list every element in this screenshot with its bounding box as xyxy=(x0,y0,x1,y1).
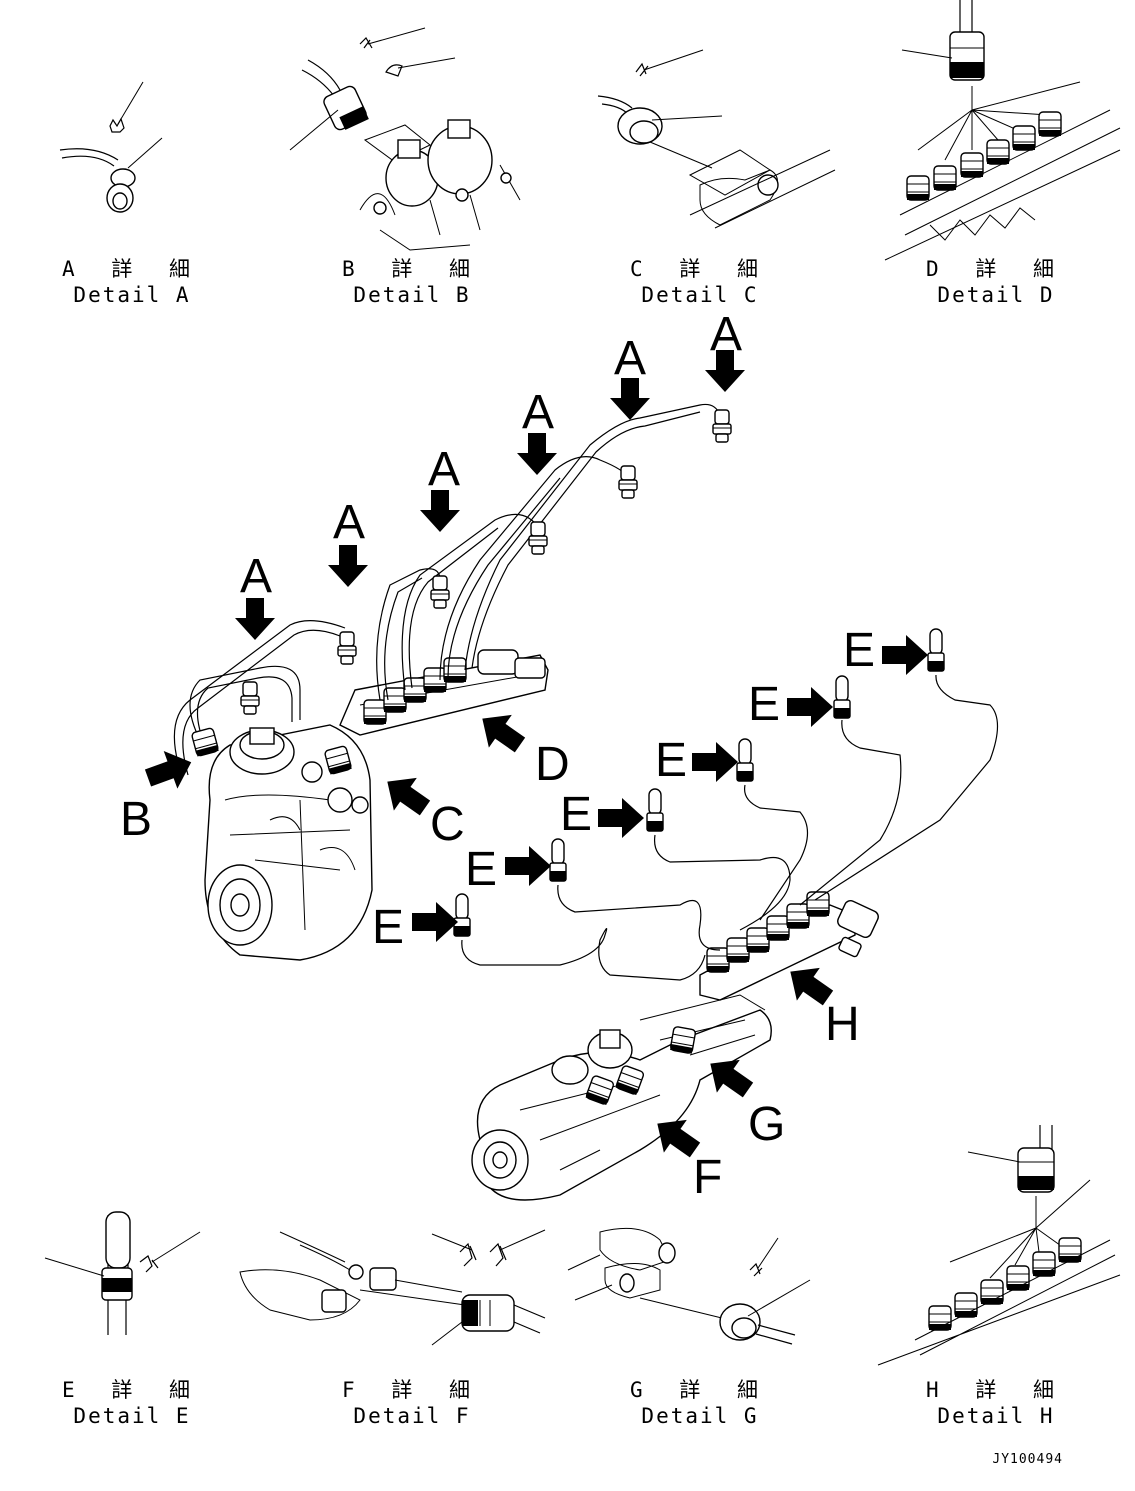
drawing-code: JY100494 xyxy=(992,1452,1063,1467)
caption-detail-f: F 詳 細 Detail F xyxy=(332,1377,492,1429)
callout-f-group: F xyxy=(645,1107,722,1204)
caption-detail-b-jp: B 詳 細 xyxy=(342,257,482,281)
callout-e-5: E xyxy=(748,678,780,731)
lower-pump-assembly xyxy=(453,628,999,1201)
callout-a-group: A A A A A A xyxy=(235,308,745,640)
callout-c: C xyxy=(430,798,465,851)
callout-a-2: A xyxy=(333,496,365,549)
callout-h: H xyxy=(825,998,860,1051)
caption-detail-e: E 詳 細 Detail E xyxy=(52,1377,212,1429)
caption-detail-g-en: Detail G xyxy=(641,1404,759,1428)
detail-a-illustration xyxy=(59,81,163,213)
callout-g: G xyxy=(748,1098,785,1151)
caption-detail-f-jp: F 詳 細 xyxy=(342,1378,482,1402)
caption-detail-a-jp: A 詳 細 xyxy=(62,257,202,281)
caption-detail-b-en: Detail B xyxy=(353,283,471,307)
upper-pump-assembly xyxy=(173,403,732,961)
detail-g-illustration xyxy=(567,1227,811,1345)
callout-a-6: A xyxy=(710,308,742,361)
detail-h-illustration xyxy=(877,1125,1121,1366)
callout-d-group: D xyxy=(470,702,570,791)
caption-detail-e-jp: E 詳 細 xyxy=(62,1378,202,1402)
detail-c-illustration xyxy=(597,49,836,229)
caption-detail-a: A 詳 細 Detail A xyxy=(52,256,212,308)
callout-a-1: A xyxy=(240,550,272,603)
callout-b-group: B xyxy=(120,743,199,846)
caption-detail-h-en: Detail H xyxy=(937,1404,1055,1428)
callout-g-group: G xyxy=(698,1047,785,1151)
callout-a-3: A xyxy=(428,443,460,496)
callout-a-5: A xyxy=(614,332,646,385)
caption-detail-d: D 詳 細 Detail D xyxy=(916,256,1076,308)
caption-detail-g: G 詳 細 Detail G xyxy=(620,1377,780,1429)
callout-e-3: E xyxy=(560,788,592,841)
callout-e-1: E xyxy=(372,901,404,954)
caption-detail-a-en: Detail A xyxy=(73,283,191,307)
callout-e-6: E xyxy=(843,624,875,677)
caption-detail-e-en: Detail E xyxy=(73,1404,191,1428)
callout-c-group: C xyxy=(375,765,465,851)
detail-e-illustration xyxy=(44,1211,201,1335)
callout-f: F xyxy=(693,1151,722,1204)
caption-detail-c-en: Detail C xyxy=(641,283,759,307)
caption-detail-c: C 詳 細 Detail C xyxy=(620,256,780,308)
caption-detail-d-en: Detail D xyxy=(937,283,1055,307)
caption-detail-b: B 詳 細 Detail B xyxy=(332,256,492,308)
caption-detail-g-jp: G 詳 細 xyxy=(630,1378,770,1402)
detail-d-illustration xyxy=(884,0,1121,261)
detail-f-illustration xyxy=(239,1229,546,1346)
callout-b: B xyxy=(120,793,152,846)
caption-detail-h-jp: H 詳 細 xyxy=(926,1378,1066,1402)
callout-d: D xyxy=(535,738,570,791)
detail-b-illustration xyxy=(289,27,521,251)
caption-detail-h: H 詳 細 Detail H xyxy=(916,1377,1076,1429)
caption-detail-f-en: Detail F xyxy=(353,1404,471,1428)
caption-detail-c-jp: C 詳 細 xyxy=(630,257,770,281)
callout-e-4: E xyxy=(655,734,687,787)
callout-e-group: E E E E E E xyxy=(372,624,928,954)
callout-e-2: E xyxy=(465,843,497,896)
callout-h-group: H xyxy=(778,955,860,1051)
callout-a-4: A xyxy=(522,386,554,439)
caption-detail-d-jp: D 詳 細 xyxy=(926,257,1066,281)
